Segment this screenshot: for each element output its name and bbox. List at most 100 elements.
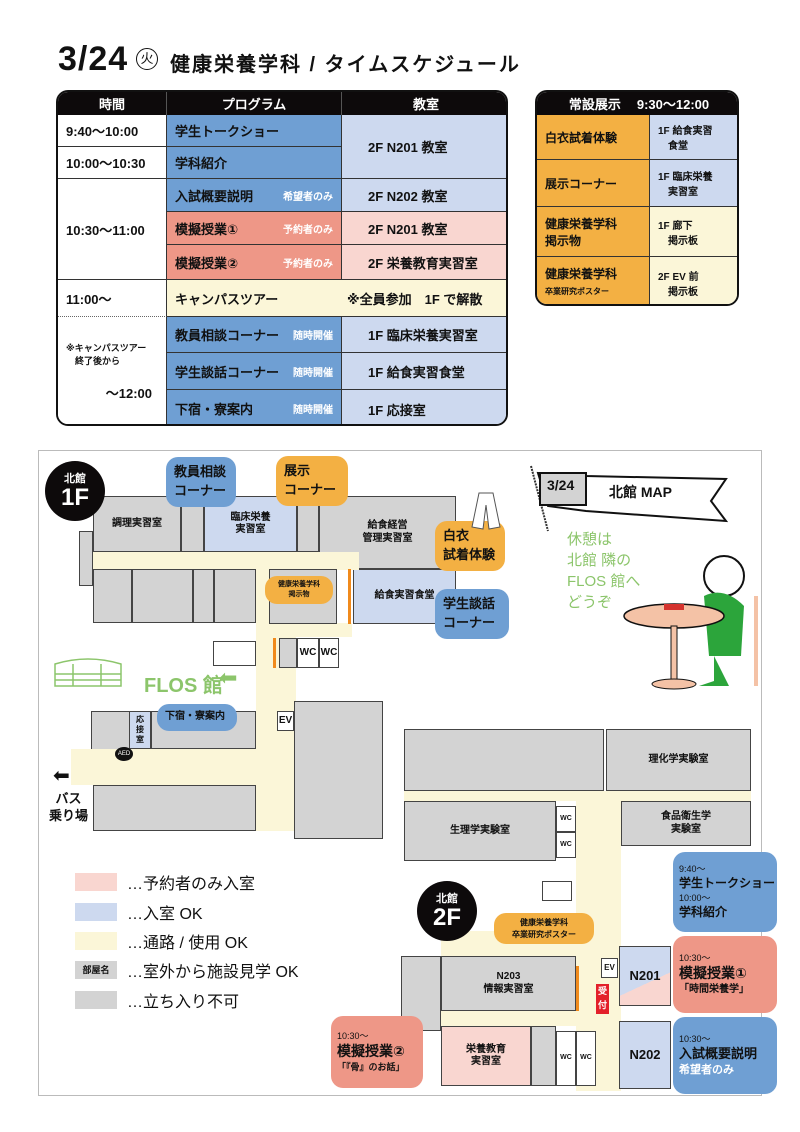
balloon-mock1: 10:30～ 模擬授業① 「時間栄養学」 [673,936,777,1013]
room-name: ※全員参加 1F で解散 [347,291,483,307]
stairs [213,641,256,666]
badge-floor: 2F [432,904,461,931]
exhibit-name-sub: 卒業研究ポスター [545,287,609,296]
balloon-dorm: 下宿・寮案内 [157,704,237,731]
corridor [404,791,751,801]
exhibit-name: 白衣試着体験 [537,115,650,160]
balloon-n201-talk: 9:40～ 学生トークショー 10:00～ 学科紹介 [673,852,777,932]
flos-building-icon [54,658,122,687]
legend-swatch: 部屋名 [75,961,117,979]
aed-icon: AED [115,747,133,761]
time: 9:40～ [679,864,706,874]
poster-board [576,966,579,1011]
rest-message: 休憩は 北館 隣の FLOS 館へ どうぞ [567,531,641,611]
col-header-time: 時間 [58,92,167,115]
legend-label: …室外から施設見学 OK [127,964,299,981]
exhibits-time: 9:30～12:00 [636,97,710,112]
time-cell: 10:30～11:00 [58,179,167,280]
corridor [296,623,352,637]
room-cell: 1F 給食実習食堂 [342,353,506,390]
legend-item: …立ち入り不可 [75,988,239,1012]
program-name: 学科紹介 [175,156,228,171]
time: 10:30～ [337,1031,369,1041]
flos-arrow-icon: ⬅ [219,665,238,690]
exhibit-name-main: 健康栄養学科 [545,267,618,281]
program: 学科紹介 [679,905,728,919]
elevator: EV [277,711,294,731]
program: 模擬授業② [337,1043,405,1059]
room [193,569,214,623]
balloon-student: 学生談話 コーナー [435,589,509,639]
room-foodsafety: 食品衛生学 実験室 [621,801,751,846]
room-n203: N203 情報実習室 [441,956,576,1011]
room-cooking: 調理実習室 [93,496,181,552]
legend-swatch [75,873,117,891]
legend-item: …入室 OK [75,900,203,924]
subtitle: 希望者のみ [679,1064,734,1076]
room-cell: 2F 栄養教育実習室 [342,245,506,280]
time: 10:00～ [679,893,711,903]
program-cell: 学生トークショー [167,115,342,147]
corridor [93,552,359,570]
program-name: 教員相談コーナー [175,328,280,343]
balloon-exam: 10:30～ 入試概要説明 希望者のみ [673,1017,777,1094]
schedule-table: 時間 プログラム 教室 9:40～10:00 10:00～10:30 10:30… [56,90,508,426]
badge-building: 北館 [436,893,458,905]
time-cell: 10:00～10:30 [58,147,167,179]
date: 3/24 [58,40,129,78]
map-flag [530,465,729,532]
time-cell: ※キャンパスツアー 終了後から ～12:00 [58,317,167,424]
wc: WC [319,638,339,668]
room [132,569,193,623]
room-n201: N201 [619,946,671,1006]
room-cell: 2F N202 教室 [342,179,506,212]
balloon-exhibit: 展示 コーナー [276,456,348,506]
legend-swatch [75,903,117,921]
exhibit-place: 2F EV 前 掲示板 [650,257,737,304]
time-end: ～12:00 [105,386,152,401]
room-cell: 1F 応接室 [342,390,506,424]
room-n202: N202 [619,1021,671,1089]
legend-item: …通路 / 使用 OK [75,929,248,953]
bus-stop-label: バス 乗り場 [49,791,89,823]
wc: WC [297,638,319,668]
program-cell: 学科紹介 [167,147,342,179]
subtitle: 「時間栄養学」 [679,984,749,995]
legend-label: …立ち入り不可 [127,994,240,1011]
notice-board [348,569,351,624]
program-name: 入試概要説明 [175,188,254,204]
bus-arrow-icon: ⬅ [53,765,70,787]
program: 入試概要説明 [679,1046,758,1061]
program-note: 予約者のみ [283,224,333,236]
program-cell: 下宿・寮案内 随時開催 [167,390,342,424]
program-note: 随時開催 [293,405,333,416]
elevator: EV [601,958,618,978]
room-cell: 2F N201 教室 [342,212,506,245]
room [404,729,604,791]
exhibit-place: 1F 臨床栄養 実習室 [650,160,737,207]
exhibit-name: 展示コーナー [537,160,650,207]
wc: WC [576,1031,596,1086]
exhibit-name: 健康栄養学科卒業研究ポスター [537,257,650,304]
legend-item: …予約者のみ入室 [75,870,255,894]
legend-label: …予約者のみ入室 [127,876,256,893]
room-reception: 応 接 室 [129,711,151,749]
balloon-mock2: 10:30～ 模擬授業② 「『骨』のお話」 [331,1016,423,1088]
balloon-teacher: 教員相談 コーナー [166,457,236,507]
time: 10:30～ [679,953,711,963]
program-cell: 教員相談コーナー随時開催 [167,317,342,353]
program-cell: 学生談話コーナー随時開催 [167,353,342,390]
balloon-poster: 健康栄養学科 卒業研究ポスター [494,913,594,945]
program-name: キャンパスツアー [175,291,279,307]
program-note: 予約者のみ [283,258,333,270]
lab-coat-icon [471,492,501,530]
program-cell: キャンパスツアー ※全員参加 1F で解散 [167,280,506,317]
program-name: 下宿・寮案内 [175,402,254,417]
floor-map: 調理実習室 臨床栄養 実習室 給食経営 管理実習室 給食実習食堂 WC WC 応… [38,450,777,1096]
